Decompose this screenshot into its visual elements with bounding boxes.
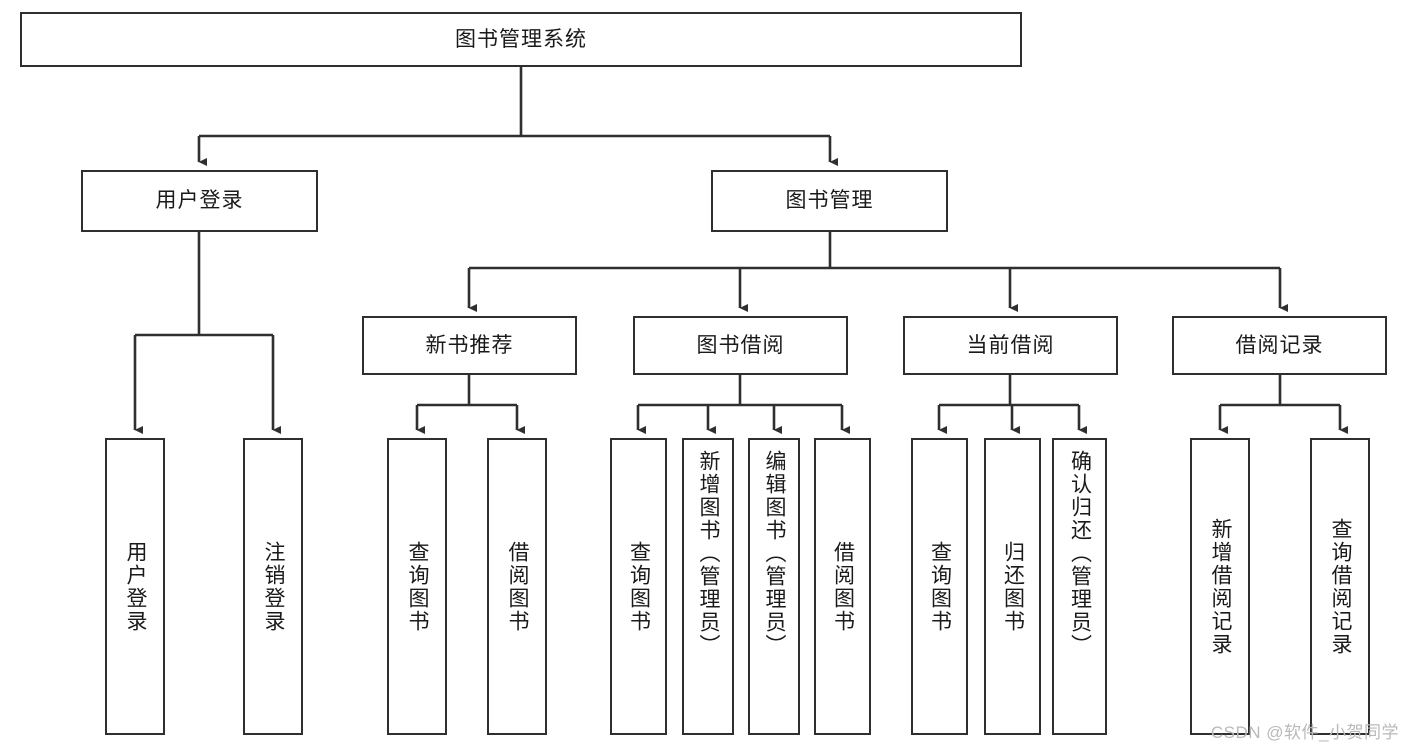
node-leaf-borrow-book-bor-label: 借阅图书 (831, 540, 855, 633)
node-leaf-query-book-bor-label: 查询图书 (627, 540, 651, 633)
node-leaf-add-borrow-record-label: 新增借阅记录 (1209, 517, 1233, 656)
node-leaf-query-borrow-rec-label: 查询借阅记录 (1329, 517, 1353, 656)
node-leaf-query-book-rec[interactable]: 查询图书 (387, 438, 447, 735)
node-leaf-return-book[interactable]: 归还图书 (984, 438, 1041, 735)
node-new-book-recommend[interactable]: 新书推荐 (362, 316, 577, 375)
node-leaf-query-book-cur[interactable]: 查询图书 (911, 438, 968, 735)
node-leaf-user-logout[interactable]: 注销登录 (243, 438, 303, 735)
node-leaf-add-book-admin[interactable]: 新增图书（管理员） (682, 438, 734, 735)
node-root[interactable]: 图书管理系统 (20, 12, 1022, 67)
node-leaf-query-book-cur-label: 查询图书 (928, 540, 952, 633)
node-leaf-confirm-return[interactable]: 确认归还（管理员） (1052, 438, 1107, 735)
node-leaf-return-book-label: 归还图书 (1001, 540, 1025, 633)
csdn-watermark: CSDN @软件_小贺同学 (1210, 723, 1399, 742)
node-leaf-add-borrow-record[interactable]: 新增借阅记录 (1190, 438, 1250, 735)
node-root-label: 图书管理系统 (455, 27, 587, 51)
node-borrow-records[interactable]: 借阅记录 (1172, 316, 1387, 375)
node-user-login-label: 用户登录 (155, 189, 244, 213)
node-current-borrow[interactable]: 当前借阅 (903, 316, 1118, 375)
node-book-borrow-label: 图书借阅 (696, 333, 785, 357)
node-leaf-user-login[interactable]: 用户登录 (105, 438, 165, 735)
node-leaf-query-book-bor[interactable]: 查询图书 (610, 438, 667, 735)
node-leaf-user-login-label: 用户登录 (124, 540, 148, 633)
node-leaf-query-borrow-rec[interactable]: 查询借阅记录 (1310, 438, 1370, 735)
node-leaf-confirm-return-label: 确认归还（管理员） (1068, 450, 1092, 657)
node-borrow-records-label: 借阅记录 (1235, 333, 1324, 357)
node-leaf-borrow-book-rec[interactable]: 借阅图书 (487, 438, 547, 735)
node-leaf-borrow-book-bor[interactable]: 借阅图书 (814, 438, 871, 735)
node-leaf-query-book-rec-label: 查询图书 (406, 540, 430, 633)
node-user-login[interactable]: 用户登录 (81, 170, 318, 232)
node-leaf-user-logout-label: 注销登录 (262, 540, 286, 633)
node-book-management[interactable]: 图书管理 (711, 170, 948, 232)
node-leaf-add-book-admin-label: 新增图书（管理员） (697, 450, 721, 657)
node-current-borrow-label: 当前借阅 (966, 333, 1055, 357)
node-leaf-edit-book-admin-label: 编辑图书（管理员） (763, 450, 787, 657)
node-book-management-label: 图书管理 (785, 189, 874, 213)
node-new-book-recommend-label: 新书推荐 (425, 333, 514, 357)
node-leaf-edit-book-admin[interactable]: 编辑图书（管理员） (748, 438, 800, 735)
node-leaf-borrow-book-rec-label: 借阅图书 (506, 540, 530, 633)
node-book-borrow[interactable]: 图书借阅 (633, 316, 848, 375)
